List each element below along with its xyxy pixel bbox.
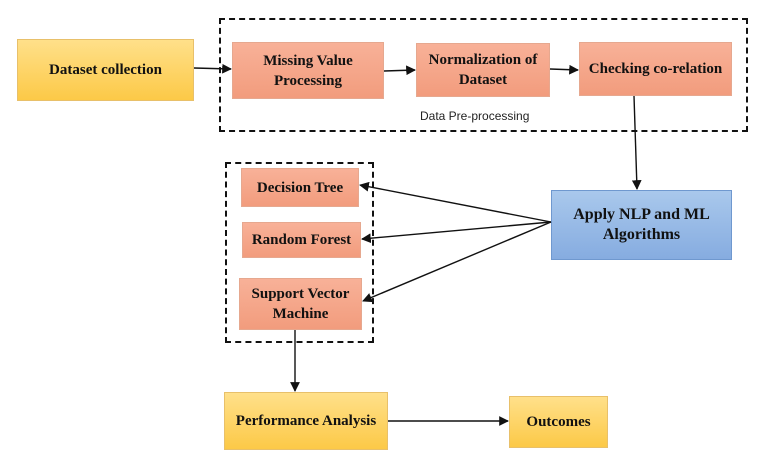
apply-algorithms-node: Apply NLP and ML Algorithms: [551, 190, 732, 260]
edge-collection-to-missing: [193, 63, 232, 74]
edge-missing-to-normalization: [383, 65, 416, 76]
decision-tree-node: Decision Tree: [241, 168, 359, 207]
correlation-node: Checking co-relation: [579, 42, 732, 96]
edge-normalization-to-correlation: [549, 64, 579, 75]
edge-correlation-to-algorithms: [631, 95, 642, 190]
missing-value-node: Missing Value Processing: [232, 42, 384, 99]
preprocessing-group: [219, 18, 748, 132]
random-forest-node: Random Forest: [242, 222, 361, 258]
models-group: [225, 162, 374, 343]
edge-algorithms-to-svm: [362, 221, 552, 303]
normalization-node: Normalization of Dataset: [416, 43, 550, 97]
svm-node: Support Vector Machine: [239, 278, 362, 330]
performance-node: Performance Analysis: [224, 392, 388, 450]
dataset-collection-node: Dataset collection: [17, 39, 194, 101]
outcomes-node: Outcomes: [509, 396, 608, 448]
edge-algorithms-to-decision-tree: [359, 181, 552, 223]
preprocessing-label: Data Pre-processing: [420, 109, 530, 123]
edge-algorithms-to-random-forest: [361, 221, 552, 244]
